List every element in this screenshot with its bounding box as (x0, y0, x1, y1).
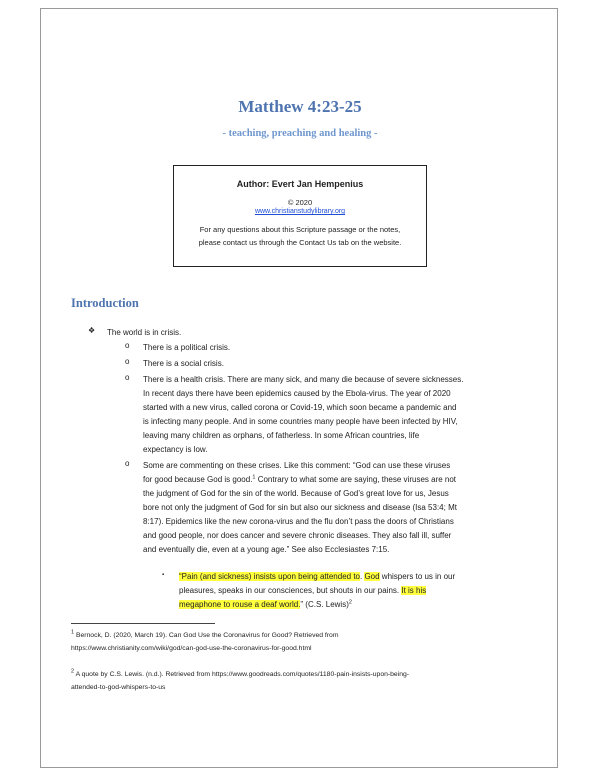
text-line: megaphone to rouse a deaf world.” (C.S. … (179, 598, 539, 612)
footnote-ref[interactable]: 2 (348, 599, 352, 606)
square-bullet-icon: ▪ (162, 572, 165, 578)
highlighted-text: “Pain (and sickness) insists upon being … (179, 572, 360, 581)
text-line: 2 A quote by C.S. Lewis. (n.d.). Retriev… (71, 668, 531, 681)
page-border (40, 8, 558, 768)
text-line: for good because God is good.1 Contrary … (143, 473, 543, 487)
text-line: There is a health crisis. There are many… (143, 375, 464, 384)
list-item-lewis-quote: “Pain (and sickness) insists upon being … (179, 570, 539, 612)
document-title: Matthew 4:23-25 (238, 97, 362, 116)
footnote-ref[interactable]: 1 (252, 474, 256, 481)
highlighted-text: megaphone to rouse a deaf world. (179, 600, 301, 609)
diamond-bullet-icon: ❖ (88, 326, 96, 335)
text-line: 1 Bernock, D. (2020, March 19). Can God … (71, 629, 531, 642)
document-subtitle: - teaching, preaching and healing - (222, 128, 378, 139)
footnote-separator (71, 623, 215, 624)
text-line: the judgment of God for the sin of the w… (143, 489, 449, 498)
text-line: and eventually die, even at a young age.… (143, 545, 390, 554)
text-segment: Contrary to what some are saying, these … (255, 475, 457, 484)
footnote-number: 1 (71, 629, 75, 636)
text-segment: . (360, 572, 365, 581)
contact-line-2: please contact us through the Contact Us… (198, 238, 402, 247)
circle-bullet-icon: o (125, 373, 130, 382)
text-line: pleasures, speaks in our consciences, bu… (179, 584, 539, 598)
list-item-social-crisis: There is a social crisis. (143, 359, 224, 368)
text-segment: ” (C.S. Lewis) (300, 600, 349, 609)
text-line: and good people, nor does cancer and sev… (143, 531, 452, 540)
footnote-1: 1 Bernock, D. (2020, March 19). Can God … (71, 629, 531, 655)
text-line: started with a new virus, called corona … (143, 403, 457, 412)
author-name: Author: Evert Jan Hempenius (236, 179, 364, 189)
text-line: In recent days there have been epidemics… (143, 389, 451, 398)
footnote-number: 2 (71, 668, 75, 675)
circle-bullet-icon: o (125, 341, 130, 350)
circle-bullet-icon: o (125, 459, 130, 468)
text-segment: whispers to us in our (379, 572, 456, 581)
list-item-health-crisis: There is a health crisis. There are many… (143, 373, 543, 457)
contact-note: For any questions about this Scripture p… (174, 223, 426, 249)
text-line: 8:17). Epidemics like the new corona-vir… (143, 517, 454, 526)
author-box: Author: Evert Jan Hempenius © 2020 www.c… (173, 165, 427, 267)
list-item-commentary: Some are commenting on these crises. Lik… (143, 459, 543, 557)
text-segment: for good because God is good. (143, 475, 253, 484)
text-line: bore not only the judgment of God for si… (143, 503, 457, 512)
text-line: expectancy is low. (143, 445, 208, 454)
website-link[interactable]: www.christianstudylibrary.org (254, 208, 346, 215)
text-segment: Bernock, D. (2020, March 19). Can God Us… (74, 632, 339, 639)
contact-line-1: For any questions about this Scripture p… (199, 225, 401, 234)
text-segment: A quote by C.S. Lewis. (n.d.). Retrieved… (74, 671, 410, 678)
circle-bullet-icon: o (125, 357, 130, 366)
highlighted-text: It is his (401, 586, 427, 595)
footnote-2: 2 A quote by C.S. Lewis. (n.d.). Retriev… (71, 668, 531, 694)
footnote-url[interactable]: https://www.christianity.com/wiki/god/ca… (71, 645, 312, 652)
text-segment: pleasures, speaks in our consciences, bu… (179, 586, 402, 595)
list-item-political-crisis: There is a political crisis. (143, 343, 231, 352)
text-line: “Pain (and sickness) insists upon being … (179, 570, 539, 584)
section-heading-introduction: Introduction (71, 296, 139, 310)
list-item-world-crisis: The world is in crisis. (107, 328, 182, 337)
text-line: is infecting many people. And in some co… (143, 417, 458, 426)
text-line: Some are commenting on these crises. Lik… (143, 461, 451, 470)
footnote-url[interactable]: attended-to-god-whispers-to-us (71, 684, 166, 691)
copyright-year: © 2020 (287, 198, 313, 207)
highlighted-text: God (364, 572, 380, 581)
text-line: leaving many children as orphans, of fat… (143, 431, 420, 440)
